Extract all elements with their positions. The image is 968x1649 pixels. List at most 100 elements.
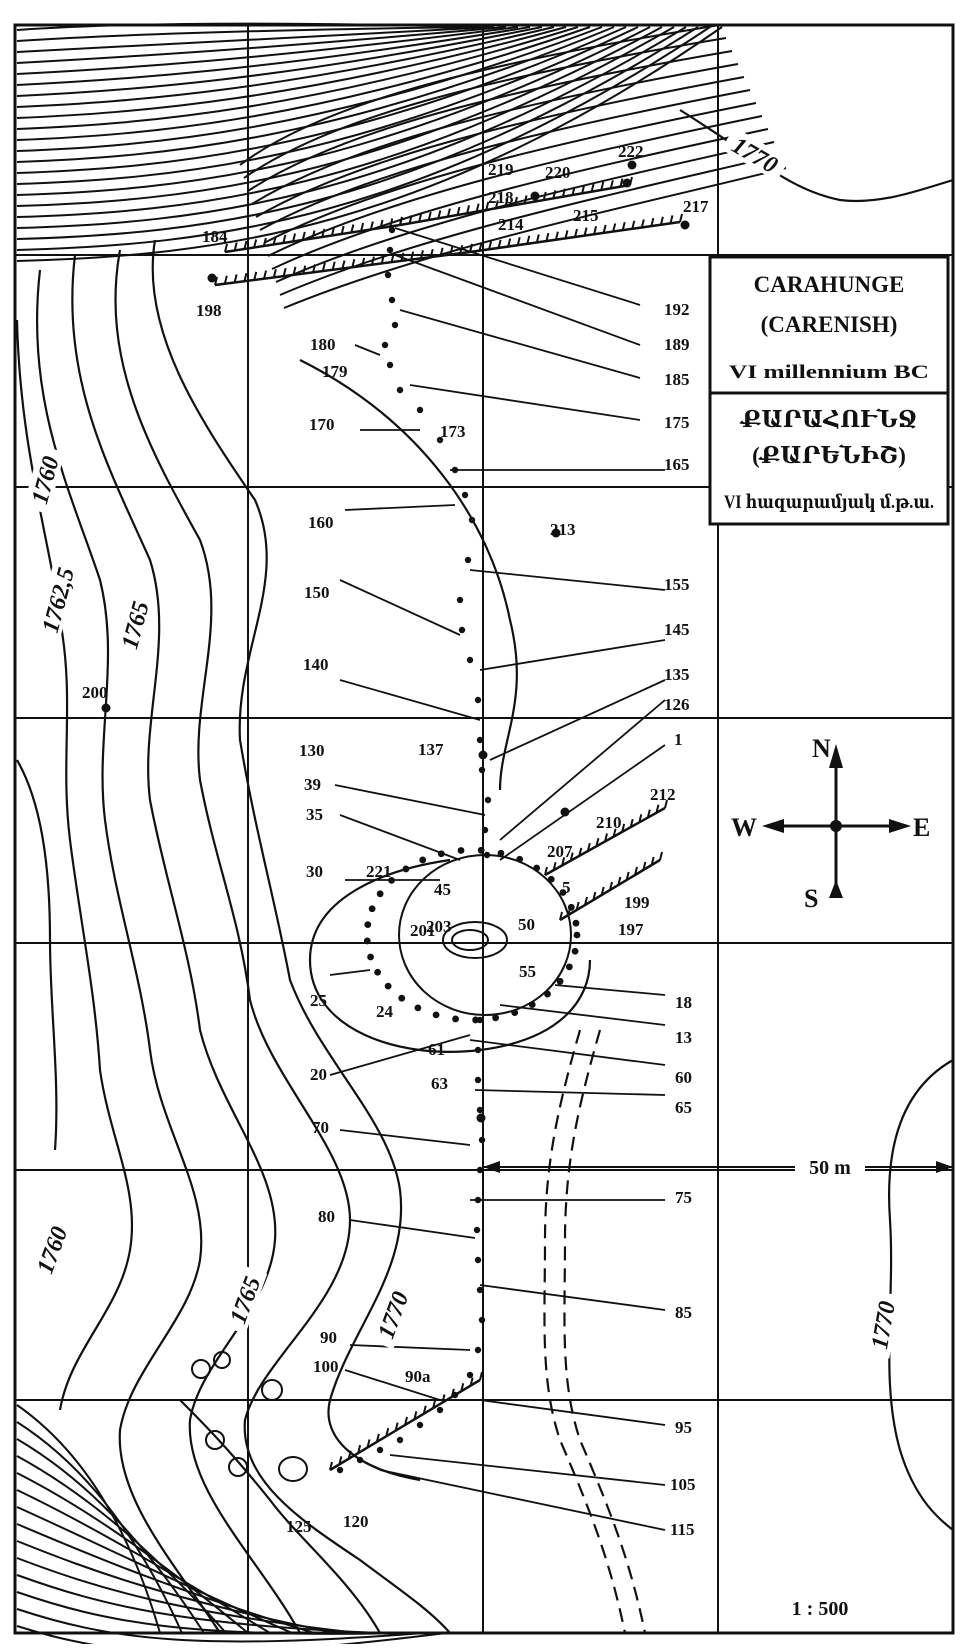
- stone-dot: [474, 1256, 482, 1264]
- contour-line: [16, 26, 675, 218]
- contour-line: [15, 319, 134, 1411]
- stone-label: 200: [82, 683, 108, 702]
- stone-label: 5: [562, 878, 571, 897]
- contour-line: [275, 141, 775, 283]
- alley-tick: [437, 210, 442, 219]
- stone-label: 222: [618, 142, 644, 161]
- stone-label: 95: [675, 1418, 692, 1437]
- stone-label: 30: [306, 862, 323, 881]
- alley-tick: [331, 261, 336, 271]
- contour-line: [263, 102, 757, 244]
- compass-north: N: [812, 734, 831, 763]
- alley-tick: [340, 225, 345, 235]
- alley-tick: [272, 269, 277, 278]
- stone-label: 220: [545, 163, 571, 182]
- stone-dot: [456, 596, 464, 604]
- stone-label: 24: [376, 1002, 394, 1021]
- alley-tick: [584, 896, 588, 906]
- alley-tick: [569, 852, 574, 861]
- stone-label: 130: [299, 741, 325, 760]
- stone-dot: [516, 855, 524, 863]
- stone-dot: [573, 931, 581, 939]
- stone-dot: [374, 968, 382, 976]
- contour-line: [243, 37, 727, 179]
- contour-line: [279, 154, 781, 296]
- alley-tick: [609, 180, 614, 189]
- stone-dot: [367, 953, 374, 961]
- leader-line: [329, 1034, 471, 1076]
- stone-dot: [476, 1113, 486, 1123]
- stone-dot: [472, 1016, 480, 1024]
- stone-dot: [457, 847, 465, 854]
- alley-tick: [571, 186, 576, 196]
- stone-dot: [396, 386, 404, 394]
- stone-dot: [476, 736, 484, 744]
- road-edge: [543, 1029, 627, 1634]
- stone-dot: [436, 436, 444, 444]
- compass-west: W: [731, 813, 757, 842]
- scale-bar: 50 m 1 : 500: [483, 1152, 953, 1620]
- alley-tick: [253, 239, 258, 248]
- leader-line: [339, 814, 461, 861]
- alley-tick: [429, 248, 434, 258]
- alley-tick: [655, 804, 660, 814]
- contour-line: [16, 1438, 205, 1634]
- stone-label: 115: [670, 1520, 695, 1539]
- leader-line: [399, 309, 641, 379]
- contour-line: [16, 26, 711, 251]
- stone-dot: [458, 626, 466, 634]
- alley-tick: [478, 242, 483, 251]
- stone-dot: [476, 1166, 484, 1174]
- alley-tick: [514, 196, 518, 206]
- leader-line: [474, 1089, 666, 1096]
- alley-tick: [621, 823, 626, 833]
- stone-dot: [386, 246, 394, 254]
- alley-tick: [545, 232, 550, 242]
- compass-east: E: [913, 813, 930, 842]
- contour-line: [239, 24, 721, 166]
- alley-tick: [559, 911, 563, 921]
- contour-line: [308, 858, 592, 1053]
- alley-tick: [233, 242, 238, 251]
- stone-label: 145: [664, 620, 690, 639]
- alley-tick: [586, 842, 591, 852]
- stone-label: 61: [428, 1040, 445, 1059]
- stone-label: 13: [675, 1028, 692, 1047]
- alley-tick: [629, 176, 633, 186]
- alley-tick: [350, 224, 355, 233]
- alley-tick: [347, 1450, 352, 1459]
- stone-label: 173: [440, 422, 466, 441]
- alley-tick: [380, 255, 385, 264]
- alley-tick: [394, 1422, 399, 1431]
- contour-line: [16, 1625, 447, 1649]
- legend-subtitle-armenian: (ՔԱՐԵՆԻՇ): [752, 443, 906, 468]
- alley-tick: [253, 271, 258, 281]
- alley-tick: [535, 234, 540, 243]
- contour-line: [35, 269, 221, 1634]
- north-arrow-icon: [829, 744, 843, 768]
- stone-label: 189: [664, 335, 690, 354]
- alley-tick: [590, 183, 595, 192]
- leader-line: [409, 384, 641, 421]
- alley-tick: [301, 231, 306, 241]
- alley-tick: [360, 222, 365, 232]
- contour-label: 1770: [374, 1288, 415, 1342]
- alley-tick: [485, 201, 490, 211]
- stone-label: 140: [303, 655, 329, 674]
- alley-tick: [379, 219, 384, 229]
- stone-dot: [436, 1406, 444, 1414]
- stone-label: 75: [675, 1188, 692, 1207]
- alley-tick: [330, 227, 335, 236]
- alley-tick: [312, 264, 317, 273]
- contour-line: [267, 115, 763, 257]
- alley-tick: [669, 215, 674, 224]
- alley-tick: [292, 266, 297, 276]
- central-cist: [442, 921, 508, 959]
- alley-tick: [516, 236, 521, 246]
- alley-tick: [664, 799, 668, 809]
- stone-dot: [101, 703, 111, 713]
- stone-dot: [544, 990, 551, 998]
- alley-tick: [612, 828, 617, 837]
- alley-tick: [479, 1371, 483, 1381]
